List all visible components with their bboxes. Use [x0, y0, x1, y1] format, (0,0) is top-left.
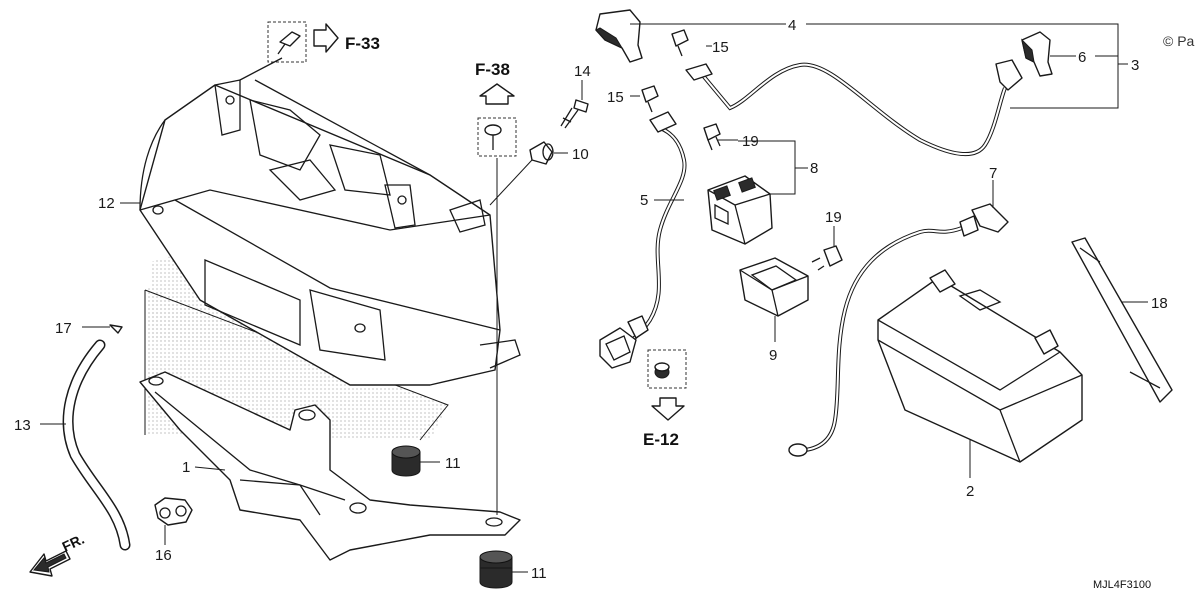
- callout-17[interactable]: 17: [55, 320, 72, 337]
- shading-outline: [144, 289, 449, 441]
- callout-11-upper[interactable]: 11: [445, 455, 461, 472]
- callout-9[interactable]: 9: [769, 347, 777, 364]
- battery-part[interactable]: [877, 269, 1083, 463]
- clip-part[interactable]: [109, 324, 123, 334]
- callout-6[interactable]: 6: [1078, 49, 1086, 66]
- callout-4[interactable]: 4: [788, 17, 796, 34]
- battery-bracket-part[interactable]: [139, 371, 521, 561]
- screw-detail-box: [267, 21, 307, 63]
- fuse-box-part[interactable]: [707, 175, 773, 245]
- fuse-part-lower[interactable]: [811, 245, 843, 271]
- callout-11-lower[interactable]: 11: [531, 565, 547, 582]
- bolt-part[interactable]: [560, 99, 589, 129]
- trim-screw-part[interactable]: [484, 124, 502, 150]
- copyright-text: © Pa: [1163, 33, 1195, 49]
- collar-part[interactable]: [529, 141, 554, 165]
- ref-label-f33[interactable]: F-33: [345, 34, 380, 53]
- callout-19-upper[interactable]: 19: [742, 133, 759, 150]
- callout-2[interactable]: 2: [966, 483, 974, 500]
- tube-clamp-part[interactable]: [154, 497, 193, 526]
- cable-terminal-right: [995, 59, 1023, 91]
- fuse-part-upper[interactable]: [703, 123, 721, 151]
- callout-12[interactable]: 12: [98, 195, 115, 212]
- ground-ring-terminal: [788, 443, 808, 457]
- callout-5[interactable]: 5: [640, 192, 648, 209]
- negative-terminal-part[interactable]: [959, 203, 1009, 237]
- callout-15-upper[interactable]: 15: [712, 39, 729, 56]
- callout-8[interactable]: 8: [810, 160, 818, 177]
- callout-7[interactable]: 7: [989, 165, 997, 182]
- callout-3[interactable]: 3: [1131, 57, 1139, 74]
- rubber-mount-lower[interactable]: [479, 550, 513, 589]
- ground-cable-connector: [599, 315, 649, 369]
- ref-arrow-f38: [479, 83, 515, 105]
- ref-label-e12[interactable]: E-12: [643, 430, 679, 449]
- callout-14[interactable]: 14: [574, 63, 591, 80]
- front-direction-label: FR.: [60, 531, 87, 555]
- grommet-detail-box: [647, 349, 687, 389]
- battery-band-part[interactable]: [1071, 237, 1173, 403]
- leader-lines: [40, 23, 1148, 573]
- terminal-cover-small-part[interactable]: [1021, 31, 1053, 77]
- bolt-f33[interactable]: [277, 31, 301, 55]
- grommet-part[interactable]: [654, 362, 670, 379]
- ref-label-f38[interactable]: F-38: [475, 60, 510, 79]
- terminal-bolt-lower[interactable]: [641, 85, 659, 113]
- callout-18[interactable]: 18: [1151, 295, 1168, 312]
- ground-cable-terminal: [649, 111, 677, 133]
- ref-arrow-f33: [313, 23, 339, 53]
- callout-10[interactable]: 10: [572, 146, 589, 163]
- cable-terminal-top: [685, 63, 713, 81]
- screw-detail-box-2: [477, 117, 517, 157]
- front-direction-arrow: [29, 550, 71, 577]
- ref-arrow-e12: [651, 397, 685, 421]
- fuse-box-cover-part[interactable]: [739, 257, 809, 317]
- terminal-cover-part[interactable]: [595, 9, 643, 63]
- rubber-mount-upper[interactable]: [391, 445, 421, 477]
- terminal-bolt-upper[interactable]: [671, 29, 689, 57]
- battery-box-part[interactable]: [139, 79, 521, 386]
- callout-16[interactable]: 16: [155, 547, 172, 564]
- callout-19-lower[interactable]: 19: [825, 209, 842, 226]
- callout-1[interactable]: 1: [182, 459, 190, 476]
- callout-13[interactable]: 13: [14, 417, 31, 434]
- diagram-code: MJL4F3100: [1093, 579, 1151, 591]
- callout-15-lower[interactable]: 15: [607, 89, 624, 106]
